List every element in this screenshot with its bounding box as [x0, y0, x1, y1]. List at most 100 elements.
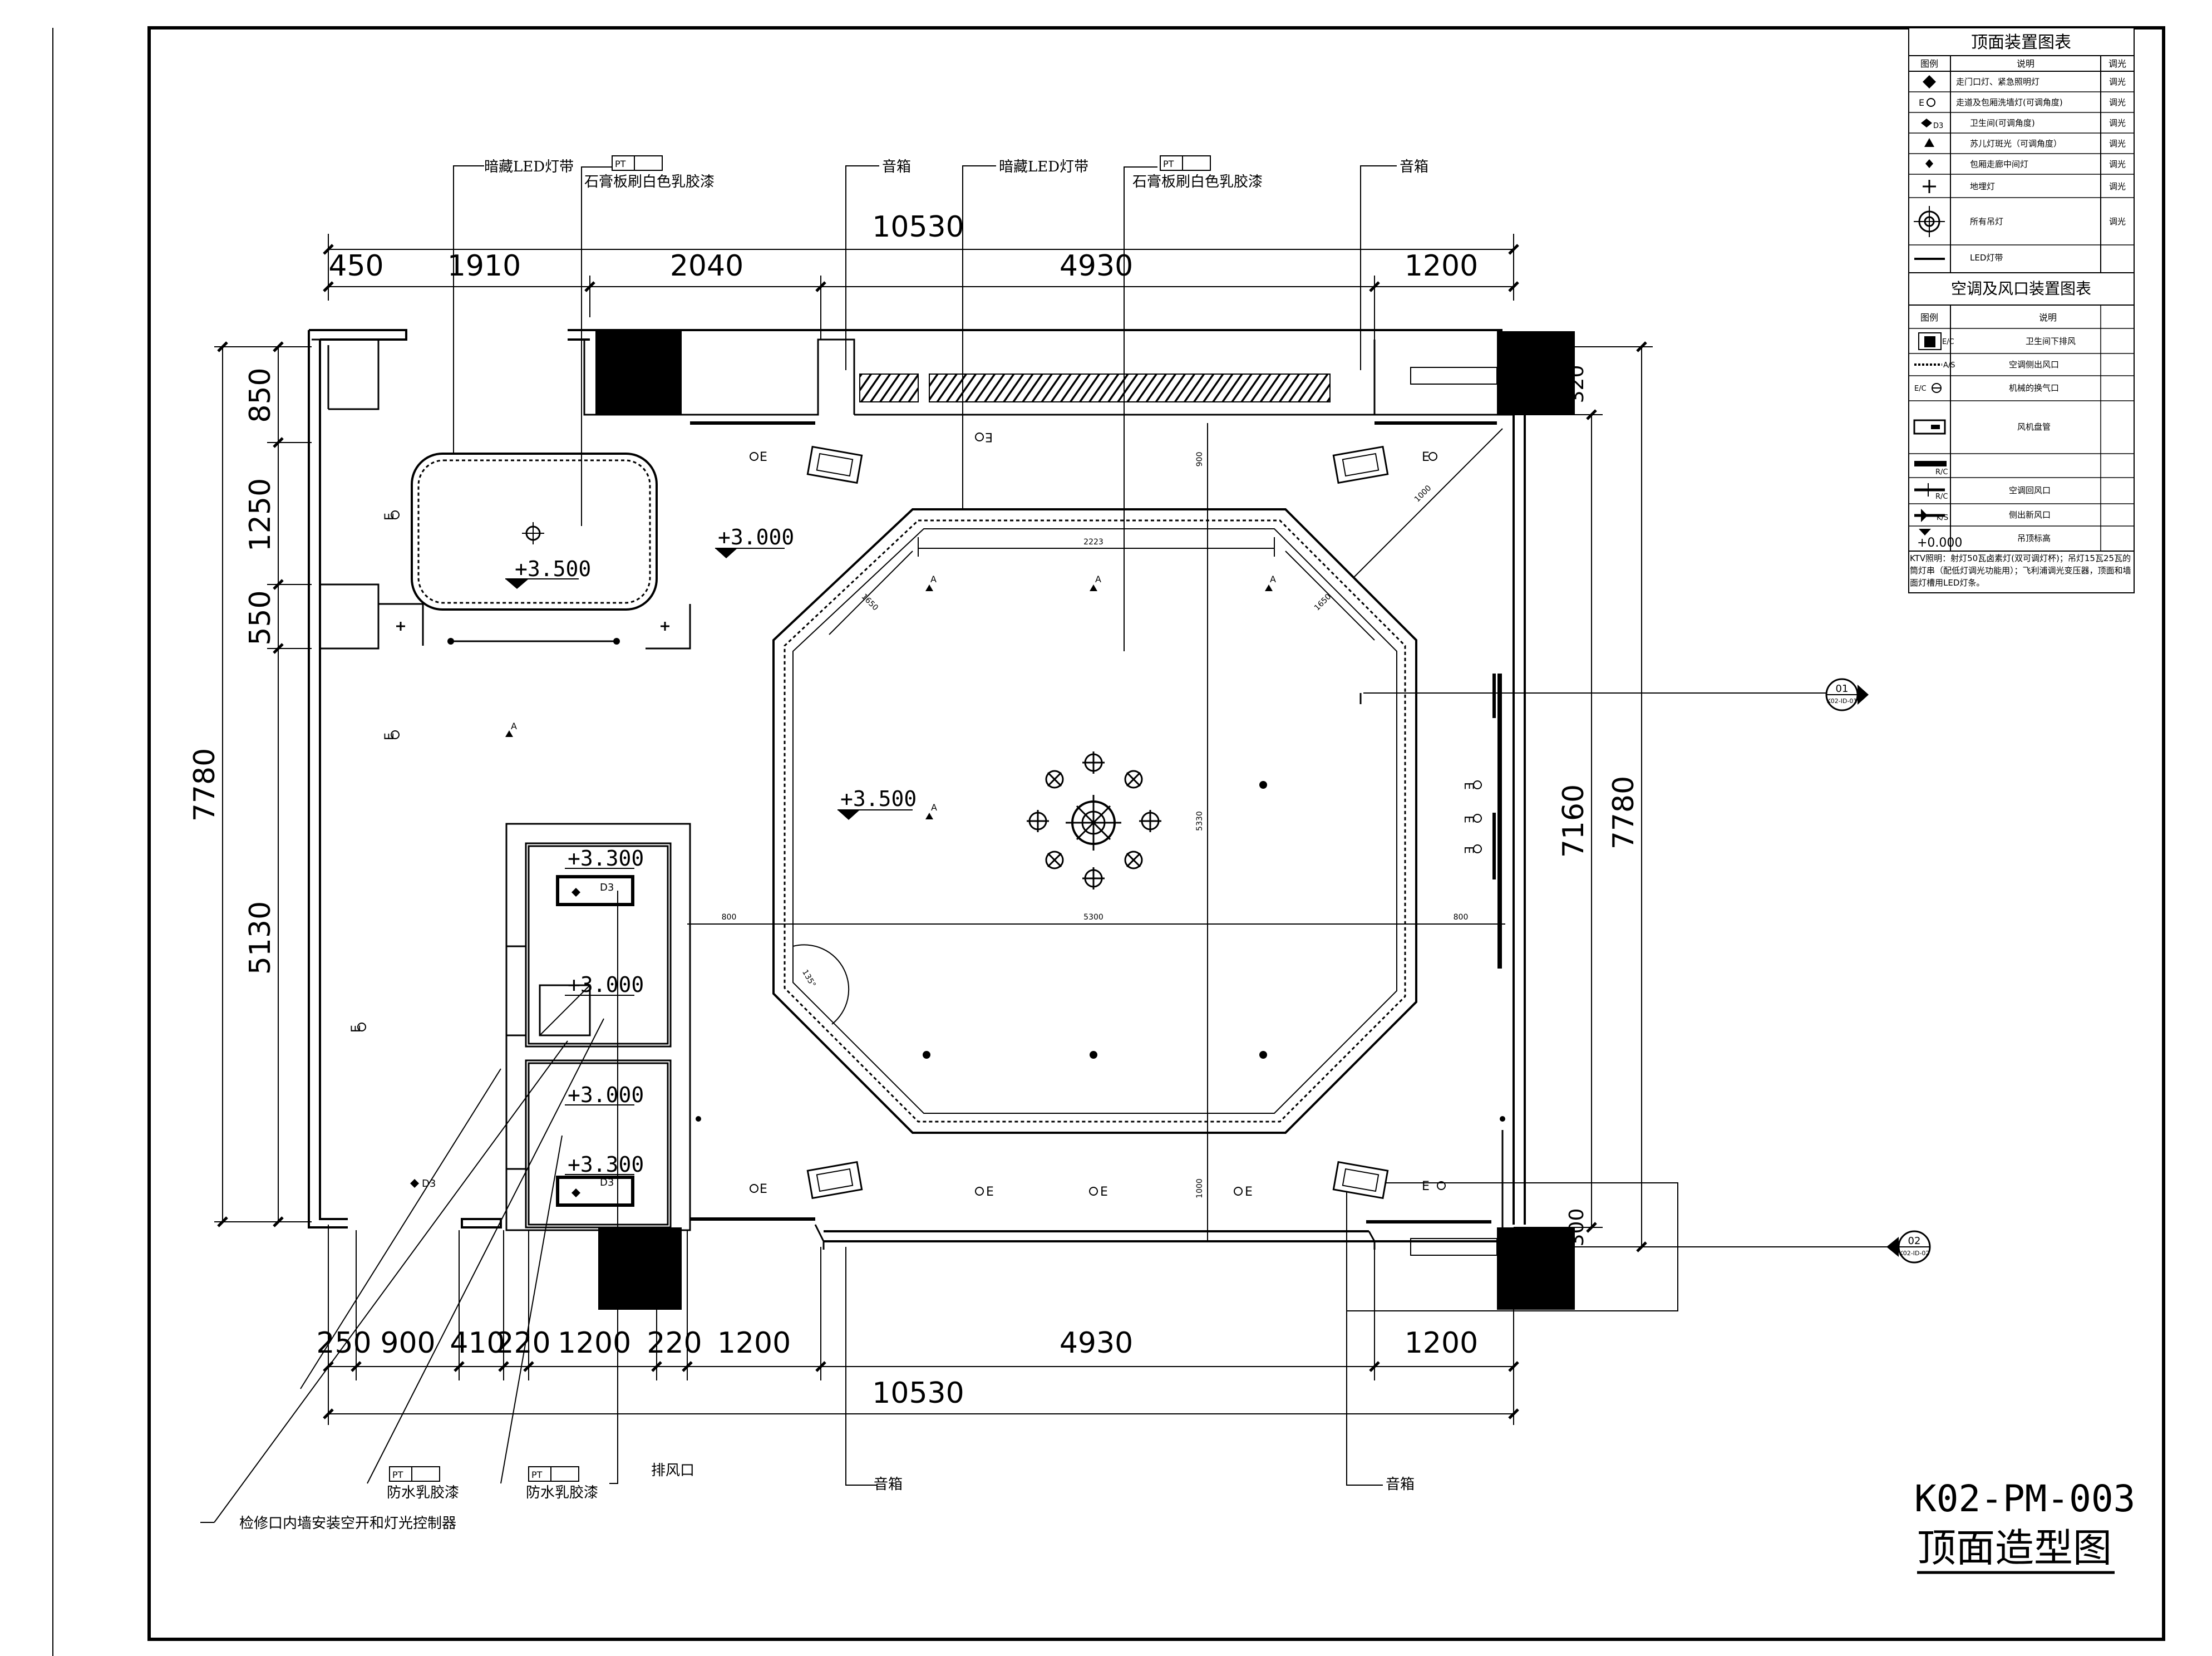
legend-ceiling-row-8-desc: LED灯带 — [1970, 253, 2003, 263]
small-light-icon — [1925, 159, 1933, 168]
toilet-access-panel — [539, 984, 591, 1036]
svg-text:D3: D3 — [600, 1177, 614, 1188]
dim-bottom-seg-8: 4930 — [1060, 1326, 1133, 1360]
e-spot-markers — [357, 433, 1482, 1196]
section-mark-2-num: 02 — [1908, 1235, 1921, 1247]
svg-text:A: A — [930, 574, 937, 584]
legend-ceiling-row-6-desc: 地埋灯 — [1970, 181, 1995, 191]
oval-ceiling-light — [522, 522, 544, 544]
legend-ceiling-title: 顶面装置图表 — [1971, 33, 2071, 52]
callout-gypsum-2: 石膏板刷白色乳胶漆 — [1132, 174, 1263, 190]
legend-ceiling-row-1-desc: 走门口灯、紧急照明灯 — [1956, 77, 2039, 87]
section-mark-1-num: 01 — [1836, 683, 1849, 695]
pt-tag-2: PT — [1160, 155, 1211, 171]
column-top-left — [595, 331, 682, 415]
svg-text:PT: PT — [1163, 159, 1174, 169]
legend-ceiling-row-1-note: 调光 — [2109, 77, 2126, 87]
legend-hvac-header-desc: 说明 — [2039, 312, 2057, 323]
callout-leaders — [200, 165, 1903, 1523]
pt-tag-1: PT — [612, 155, 663, 171]
legend-hvac-row-8-code: +0.000 — [1917, 536, 1962, 550]
spotlight-e-icon: E — [1919, 97, 1935, 108]
return-vent-icon — [1914, 461, 1947, 466]
hatched-panel-left — [859, 374, 919, 402]
level-marker-oval — [505, 578, 579, 589]
callout-access-panel: 检修口内墙安装空开和灯光控制器 — [239, 1515, 456, 1532]
svg-text:E: E — [1100, 1185, 1108, 1199]
legend-ceiling-header-desc: 说明 — [2017, 58, 2034, 69]
dimension-lines — [214, 234, 1653, 1425]
svg-text:E: E — [760, 450, 767, 464]
speaker-bottom-left — [806, 1161, 863, 1200]
d3-marker-toilet-area: D3 D3 D3 — [410, 882, 614, 1197]
section-mark-1-sheet: K02-ID-01 — [1827, 697, 1858, 705]
legend-hvac-row-2-code: A/S — [1943, 361, 1955, 370]
dim-top-seg-2: 1910 — [447, 249, 521, 283]
legend-hvac-title: 空调及风口装置图表 — [1951, 279, 2091, 298]
svg-text:A: A — [511, 721, 517, 731]
legend-ceiling-row-5-desc: 包厢走廊中间灯 — [1970, 159, 2028, 169]
return-air-icon — [1914, 483, 1945, 497]
legend-ceiling-row-3-note: 调光 — [2109, 118, 2126, 128]
toilet-vent-2 — [556, 1176, 634, 1207]
svg-text:D3: D3 — [1933, 122, 1943, 130]
svg-text:E: E — [985, 430, 993, 444]
level-marker-corridor — [715, 548, 785, 558]
svg-text:A: A — [1095, 574, 1101, 584]
level-marker-octagon — [837, 809, 913, 820]
level-corridor: +3.000 — [718, 525, 794, 549]
legend-ceiling-row-2-desc: 走道及包厢洗墙灯(可调角度) — [1956, 97, 2063, 107]
sheet-frame — [147, 26, 2165, 1641]
svg-text:E: E — [1461, 815, 1475, 823]
dim-left-seg-1: 850 — [244, 367, 277, 422]
pt-tag-3: PT — [389, 1466, 440, 1482]
legend-ceiling-row-3-desc: 卫生间(可调角度) — [1970, 118, 2035, 128]
hatched-panel-center — [929, 374, 1331, 402]
toilet-block — [505, 823, 691, 1231]
speaker-bottom-right — [1332, 1161, 1389, 1200]
legend-hvac-row-2-desc: 空调侧出风口 — [2009, 360, 2059, 370]
oval-ceiling-outer — [411, 453, 658, 611]
callout-speaker-bottom-2: 音箱 — [1386, 1476, 1415, 1493]
fresh-air-icon — [1914, 509, 1945, 522]
legend-hvac-row-5-code: R/C — [1935, 468, 1948, 476]
level-toilet-4: +3.300 — [568, 1152, 644, 1177]
dim-right-gap: 800 — [1454, 913, 1469, 922]
legend-ceiling-row-2-note: 调光 — [2109, 97, 2126, 107]
fan-coil-icon — [1913, 419, 1946, 435]
dim-vert-top: 900 — [1195, 452, 1204, 467]
legend-ceiling-header-dim: 调光 — [2108, 58, 2126, 69]
svg-text:A: A — [931, 802, 937, 813]
svg-text:PT: PT — [531, 1470, 543, 1480]
dim-left-seg-2: 1250 — [244, 478, 277, 552]
pt-tag-4: PT — [528, 1466, 579, 1482]
ventilation-icon — [1932, 383, 1942, 393]
dim-bottom-seg-5: 1200 — [558, 1326, 631, 1360]
column-top-right — [1497, 331, 1575, 415]
dim-bottom-seg-3: 410 — [450, 1326, 505, 1360]
octagon-dim-lines — [687, 423, 1505, 1241]
spotlight-icon — [1924, 138, 1934, 147]
dim-top-total: 10530 — [872, 210, 964, 244]
dim-top-seg-5: 1200 — [1405, 249, 1478, 283]
dim-oct-top: 2223 — [1083, 538, 1103, 547]
legend-hvac-note-box: KTV照明：射灯50瓦卤素灯(双可调灯杯)；吊灯15瓦25瓦的筒灯串（配低灯调光… — [1910, 553, 2131, 588]
oval-ceiling-inner — [417, 459, 651, 604]
column-bottom-right — [1497, 1227, 1575, 1310]
svg-text:E: E — [383, 513, 397, 520]
svg-text:E: E — [1422, 1180, 1430, 1193]
dim-top-seg-3: 2040 — [670, 249, 743, 283]
dim-left-total: 7780 — [188, 748, 221, 822]
drawing-title: 顶面造型图 — [1917, 1525, 2112, 1571]
speaker-top-right — [1332, 445, 1389, 484]
dim-top-seg-4: 4930 — [1060, 249, 1133, 283]
toilet-vent-1 — [556, 875, 634, 906]
legend-hvac-header-icon: 图例 — [1920, 312, 1938, 323]
walls — [308, 329, 1526, 1242]
legend-hvac-row-1-desc: 卫生间下排风 — [2026, 336, 2076, 346]
dim-left-seg-4: 5130 — [244, 901, 277, 975]
svg-text:E: E — [986, 1185, 994, 1199]
dim-right-total: 7780 — [1607, 776, 1640, 849]
dim-left-seg-3: 550 — [244, 590, 277, 645]
